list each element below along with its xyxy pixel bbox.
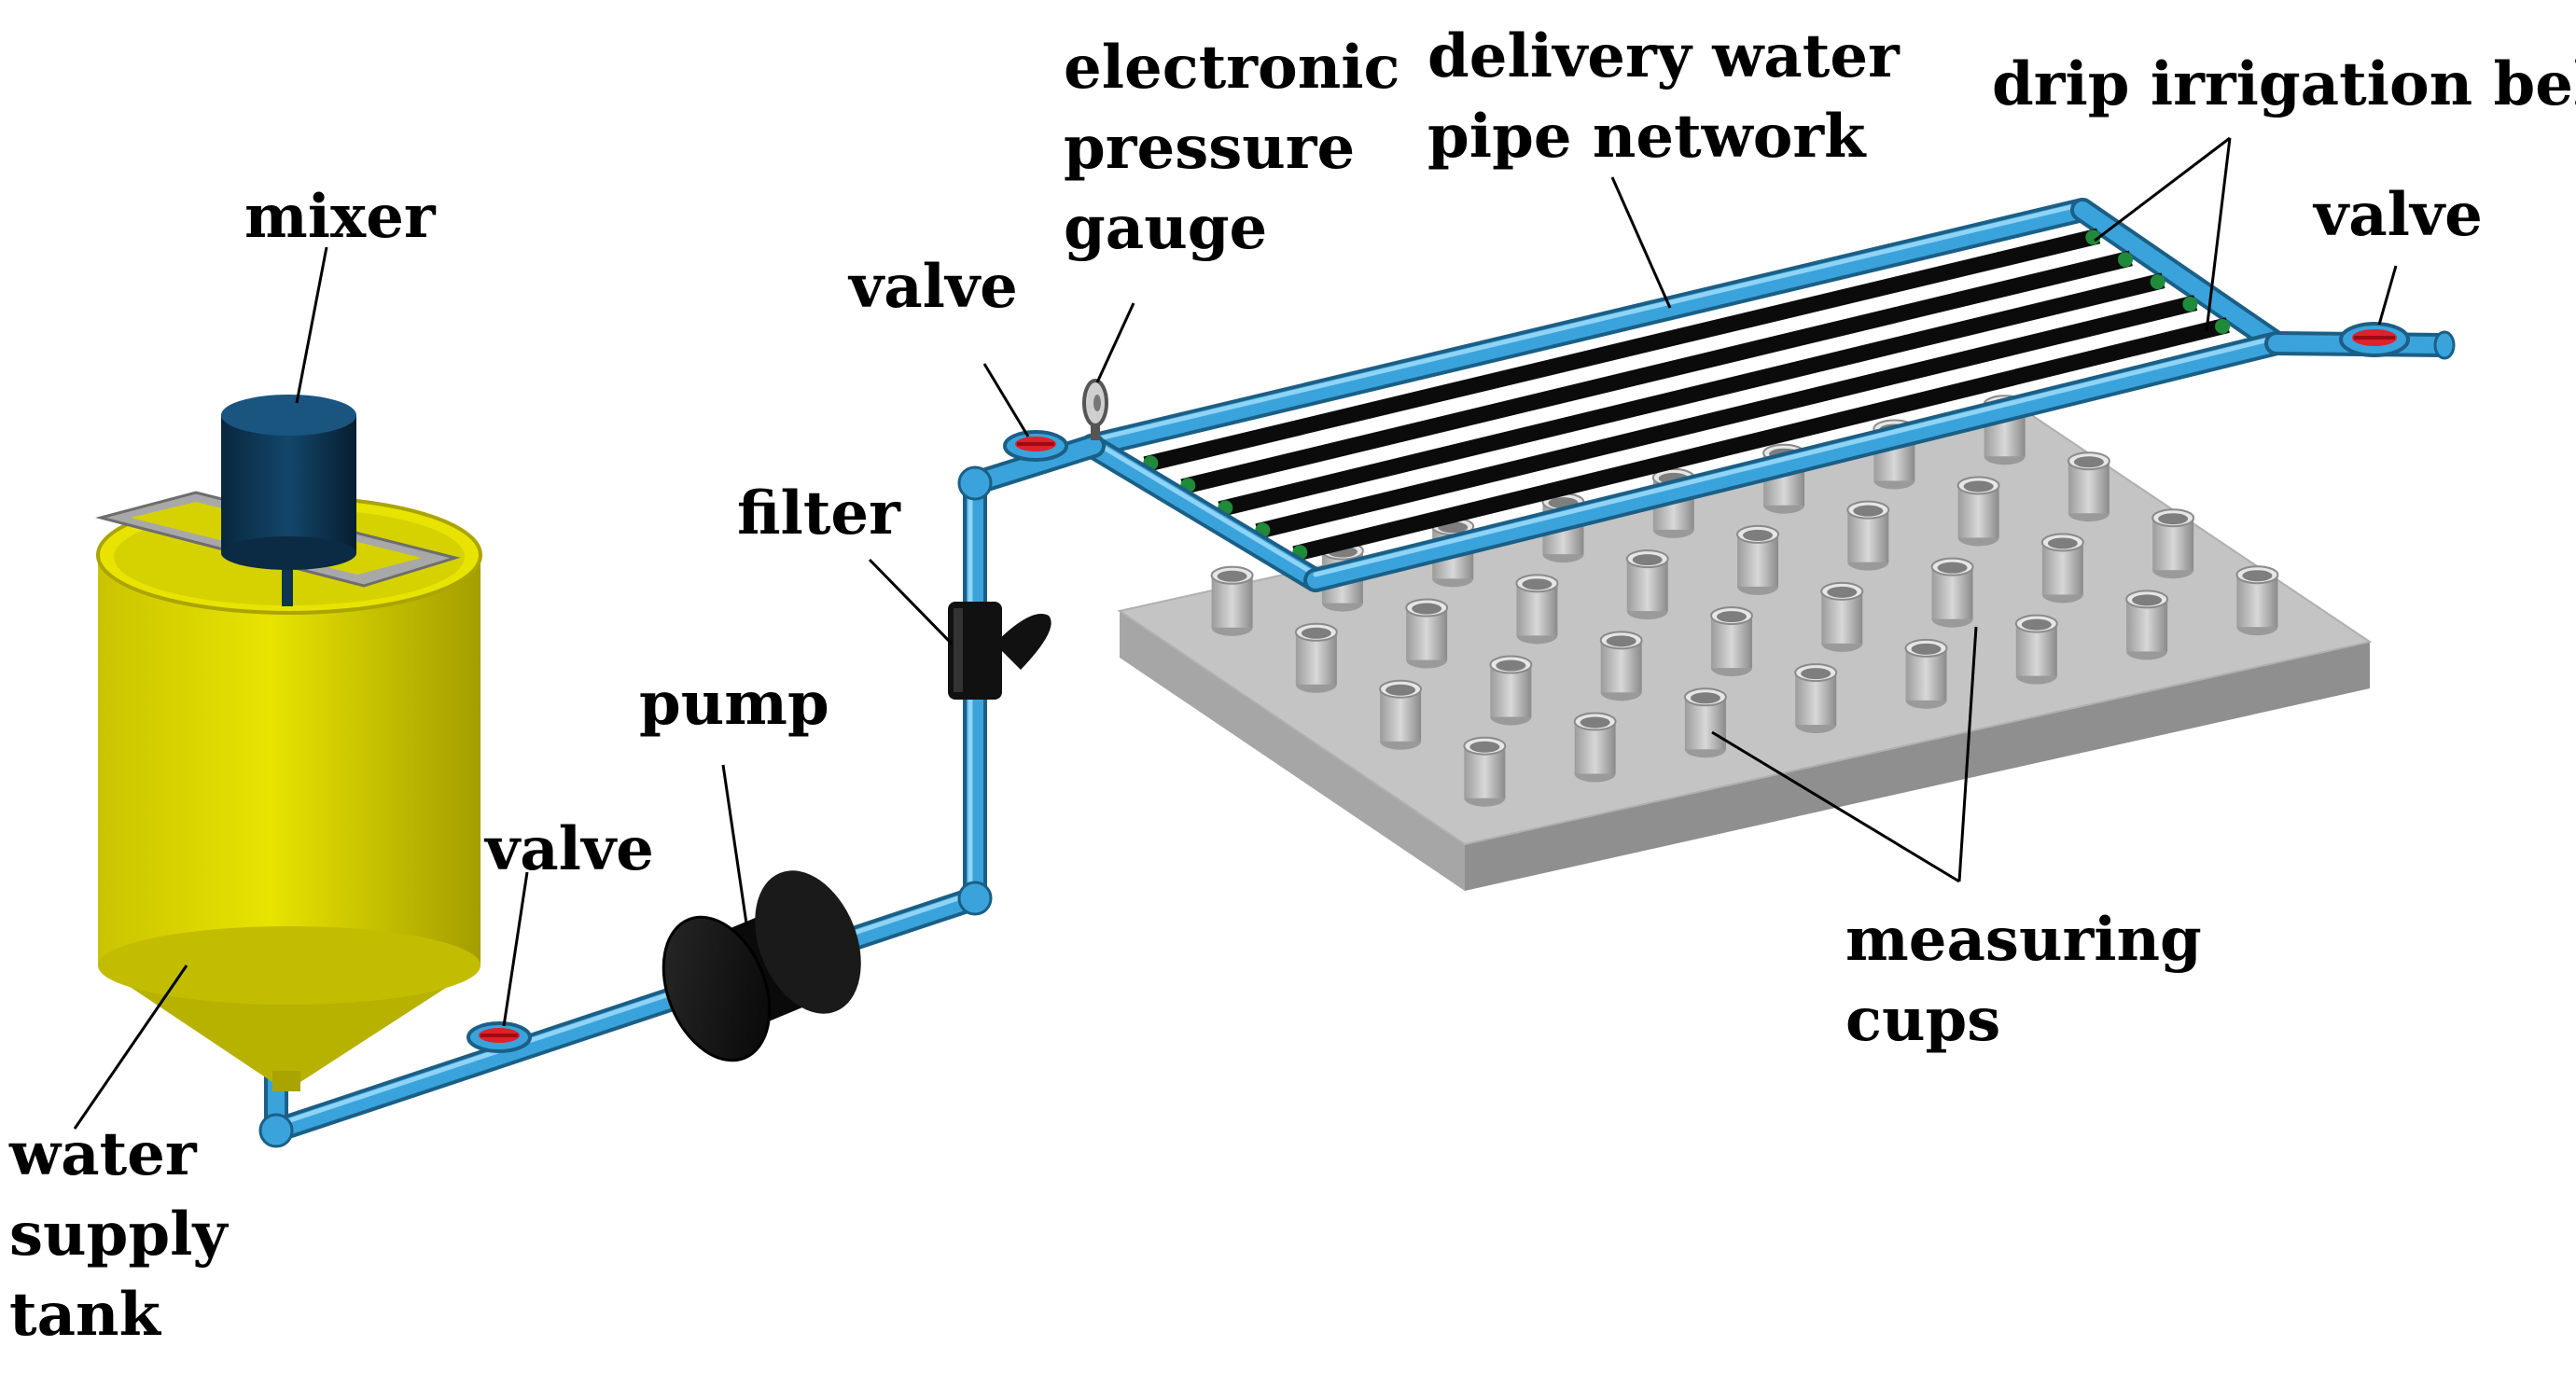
motor-top [221, 395, 356, 436]
leader-cups-1 [1711, 730, 1960, 883]
measuring-cup [1736, 524, 1780, 595]
measuring-cup [2067, 451, 2110, 522]
measuring-cup [1709, 606, 1753, 677]
measuring-cup [1930, 557, 1974, 628]
label-mixer: mixer [244, 182, 436, 252]
valve-inlet [1003, 430, 1068, 462]
tank-body [98, 555, 480, 965]
drip-belt [1143, 228, 2101, 473]
measuring-cup [1599, 631, 1643, 701]
measuring-cup [1515, 574, 1559, 645]
measuring-cup [1294, 622, 1338, 693]
valve-outlet [2339, 322, 2410, 357]
drip-irrigation-belts [1143, 228, 2231, 562]
measuring-cup [1625, 549, 1669, 620]
leader-pump [721, 764, 748, 924]
emitter-right [2118, 252, 2134, 268]
leader-cups-2 [1957, 626, 1978, 882]
water-supply-tank [95, 491, 482, 1091]
measuring-cup [1489, 655, 1533, 726]
mixer-motor [221, 395, 356, 570]
measuring-cup [2014, 614, 2058, 685]
drip-belt [1218, 272, 2165, 518]
leader-filter [868, 558, 954, 645]
leader-belt-2 [2205, 137, 2232, 332]
drip-belt [1180, 250, 2133, 495]
measuring-cup [1573, 712, 1617, 783]
emitter-right [2182, 297, 2198, 312]
measuring-cup [2040, 533, 2084, 604]
emitter-right [2150, 274, 2165, 290]
leader-gauge [1095, 302, 1135, 383]
filter [948, 602, 1051, 700]
leader-valve-outlet [2377, 265, 2398, 326]
label-drip-irrigation-belt: drip irrigation belt [1992, 49, 2576, 119]
measuring-cup [1683, 687, 1727, 758]
pump-face [661, 915, 772, 1062]
emitter-right [2085, 229, 2101, 245]
measuring-cup [2235, 565, 2279, 636]
measuring-cup [1846, 500, 1890, 571]
leader-lines [73, 136, 2398, 1130]
delivery-pipe-network [1079, 198, 2289, 458]
emitter-right [2215, 318, 2231, 334]
drip-belt [1292, 317, 2230, 562]
pressure-gauge [1082, 379, 1108, 440]
valve-tank-outlet [466, 1021, 532, 1053]
measuring-cup [1956, 476, 2000, 547]
board-side-front [1465, 642, 2370, 891]
board-side-left [1120, 611, 1465, 891]
label-valve-outlet: valve [2314, 180, 2483, 250]
measuring-cup [2151, 508, 2195, 579]
leader-tank [73, 965, 188, 1130]
drip-belt [1255, 295, 2198, 539]
measuring-cup [1405, 598, 1449, 669]
measuring-cup [1820, 581, 1864, 652]
measuring-cup [1794, 663, 1838, 734]
label-pump: pump [639, 669, 829, 739]
leader-belt-1 [2094, 136, 2231, 243]
leader-valve-inlet [982, 363, 1030, 437]
pump [661, 870, 861, 1062]
leader-valve-tank [502, 871, 529, 1027]
measuring-cup [1463, 736, 1507, 807]
label-valve-tank: valve [485, 814, 654, 884]
measuring-cup [1379, 679, 1423, 750]
leader-delivery [1610, 176, 1672, 309]
measuring-cup [2125, 590, 2169, 660]
label-filter: filter [737, 479, 900, 548]
leader-mixer [295, 246, 328, 404]
label-valve-inlet: valve [849, 252, 1018, 322]
measuring-cup [1904, 638, 1948, 709]
measuring-cup [1210, 565, 1254, 636]
